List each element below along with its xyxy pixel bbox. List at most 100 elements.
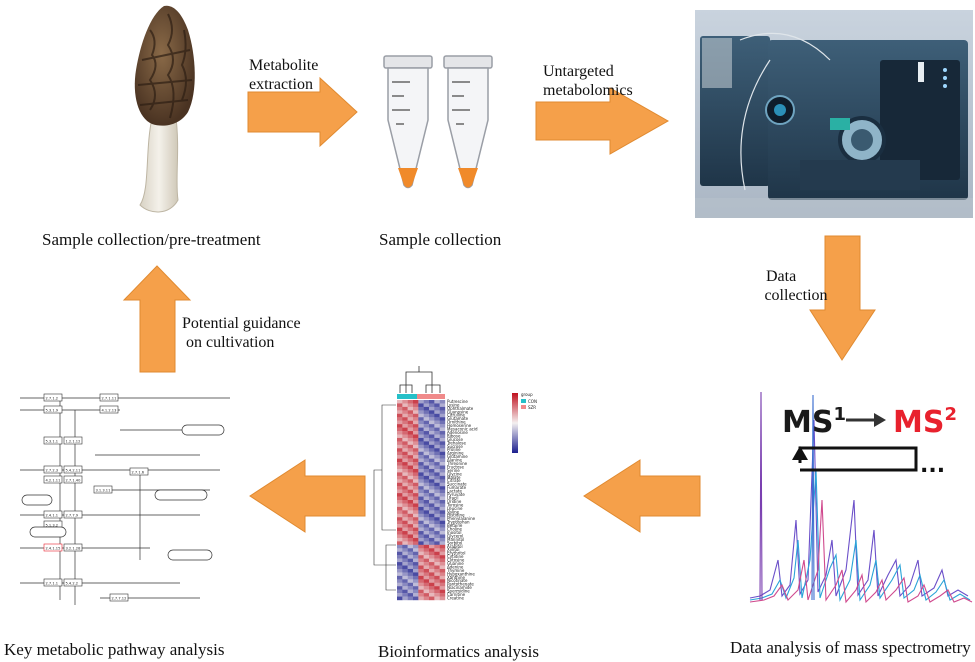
heatmap-cell — [418, 451, 424, 456]
heatmap-cell — [429, 462, 435, 466]
heatmap-cell — [397, 462, 403, 466]
heatmap-row-label: Xylitol — [447, 547, 459, 552]
heatmap-cell — [413, 513, 419, 518]
heatmap-row-label: Proline — [447, 447, 461, 452]
heatmap-cell — [439, 468, 446, 473]
heatmap-row-label: Lysine — [447, 402, 460, 407]
heatmap-row-label: Creatine — [447, 595, 464, 600]
heatmap-cell — [413, 510, 419, 514]
ms1-label: MS1 — [782, 404, 846, 440]
heatmap-cell — [418, 596, 424, 601]
heatmap-cell — [429, 496, 435, 501]
heatmap-row-label: Histidine — [447, 513, 465, 518]
pathway-enzyme-label: 2.4.1.1 — [46, 513, 59, 517]
pathway-enzyme-label: 2.7.1.6 — [132, 470, 145, 474]
heatmap-cell — [407, 593, 414, 597]
heatmap-cell — [402, 544, 408, 549]
heatmap-cell — [407, 596, 414, 601]
heatmap-cell — [418, 493, 424, 497]
heatmap-cell — [423, 420, 430, 425]
heatmap-cell — [418, 462, 424, 466]
heatmap-cell — [418, 468, 424, 473]
heatmap-cell — [429, 582, 435, 587]
heatmap-cell — [402, 551, 408, 556]
heatmap-cell — [434, 486, 440, 490]
heatmap-row-label: Xanthine — [447, 575, 465, 580]
heatmap-cell — [429, 520, 435, 525]
heatmap-cell — [434, 510, 440, 514]
heatmap-cell — [439, 582, 446, 587]
heatmap-row-label: Sucrose — [447, 444, 463, 449]
heatmap-cell — [413, 434, 419, 439]
heatmap-cell — [402, 479, 408, 483]
heatmap-cell — [418, 455, 424, 459]
heatmap-cell — [397, 496, 403, 501]
heatmap-cell — [439, 555, 446, 559]
heatmap-cell — [397, 434, 403, 439]
heatmap-cell — [402, 534, 408, 539]
heatmap-row-label: Spermidine — [447, 589, 470, 594]
heatmap-cell — [429, 444, 435, 449]
heatmap-cell — [439, 489, 446, 494]
heatmap-cell — [413, 568, 419, 573]
heatmap-row-label: Succinate — [447, 482, 467, 487]
heatmap-cell — [439, 541, 446, 546]
pathway-enzyme-label: 5.1.3.2 — [46, 523, 59, 527]
heatmap-cell — [439, 510, 446, 514]
heatmap-cell — [418, 403, 424, 408]
heatmap-cell — [434, 427, 440, 432]
heatmap-cell — [407, 465, 414, 470]
heatmap-row-label: Ribose — [447, 433, 461, 438]
heatmap-cell — [423, 434, 430, 439]
heatmap-cell — [397, 579, 403, 583]
heatmap-cell — [434, 565, 440, 570]
heatmap-row-label: Inositol — [447, 530, 461, 535]
heatmap-cell — [397, 420, 403, 425]
heatmap-cell — [397, 451, 403, 456]
heatmap-cell — [418, 544, 424, 549]
heatmap-row-label: Arginine — [447, 451, 464, 456]
heatmap-cell — [439, 437, 446, 442]
pathway-enzyme-label: 5.4.2.11 — [66, 468, 81, 472]
heatmap-cell — [407, 582, 414, 587]
heatmap-legend-con: CON — [528, 399, 537, 404]
heatmap-cell — [423, 589, 430, 594]
heatmap-cell — [429, 493, 435, 497]
heatmap-cell — [418, 572, 424, 577]
heatmap-cell — [402, 520, 408, 525]
heatmap-cell — [413, 579, 419, 583]
heatmap-cell — [413, 562, 419, 566]
heatmap-cell — [413, 527, 419, 532]
heatmap-cell — [402, 524, 408, 528]
heatmap-cell — [439, 451, 446, 456]
heatmap-cell — [402, 586, 408, 590]
heatmap-cell — [423, 427, 430, 432]
heatmap-cell — [434, 555, 440, 559]
heatmap-cell — [397, 586, 403, 590]
heatmap-cell — [407, 537, 414, 542]
heatmap-cell — [423, 565, 430, 570]
heatmap-cell — [402, 589, 408, 594]
pathway-enzyme-box — [43, 393, 63, 402]
heatmap-cell — [434, 410, 440, 414]
heatmap-cell — [407, 513, 414, 518]
heatmap-cell — [413, 589, 419, 594]
heatmap-cell — [434, 462, 440, 466]
heatmap-cell — [434, 537, 440, 542]
heatmap-cell — [439, 479, 446, 483]
heatmap-cell — [439, 465, 446, 470]
heatmap-cell — [429, 441, 435, 446]
pathway-enzyme-box — [63, 436, 83, 445]
pathway-enzyme-box — [43, 475, 63, 484]
heatmap-cell — [418, 465, 424, 470]
heatmap-cell — [402, 441, 408, 446]
heatmap-cell — [423, 424, 430, 428]
heatmap-cell — [434, 444, 440, 449]
heatmap-row-label: Glycine — [447, 471, 462, 476]
heatmap-cell — [397, 517, 403, 521]
heatmap-cell — [413, 531, 419, 535]
heatmap-cell — [434, 479, 440, 483]
